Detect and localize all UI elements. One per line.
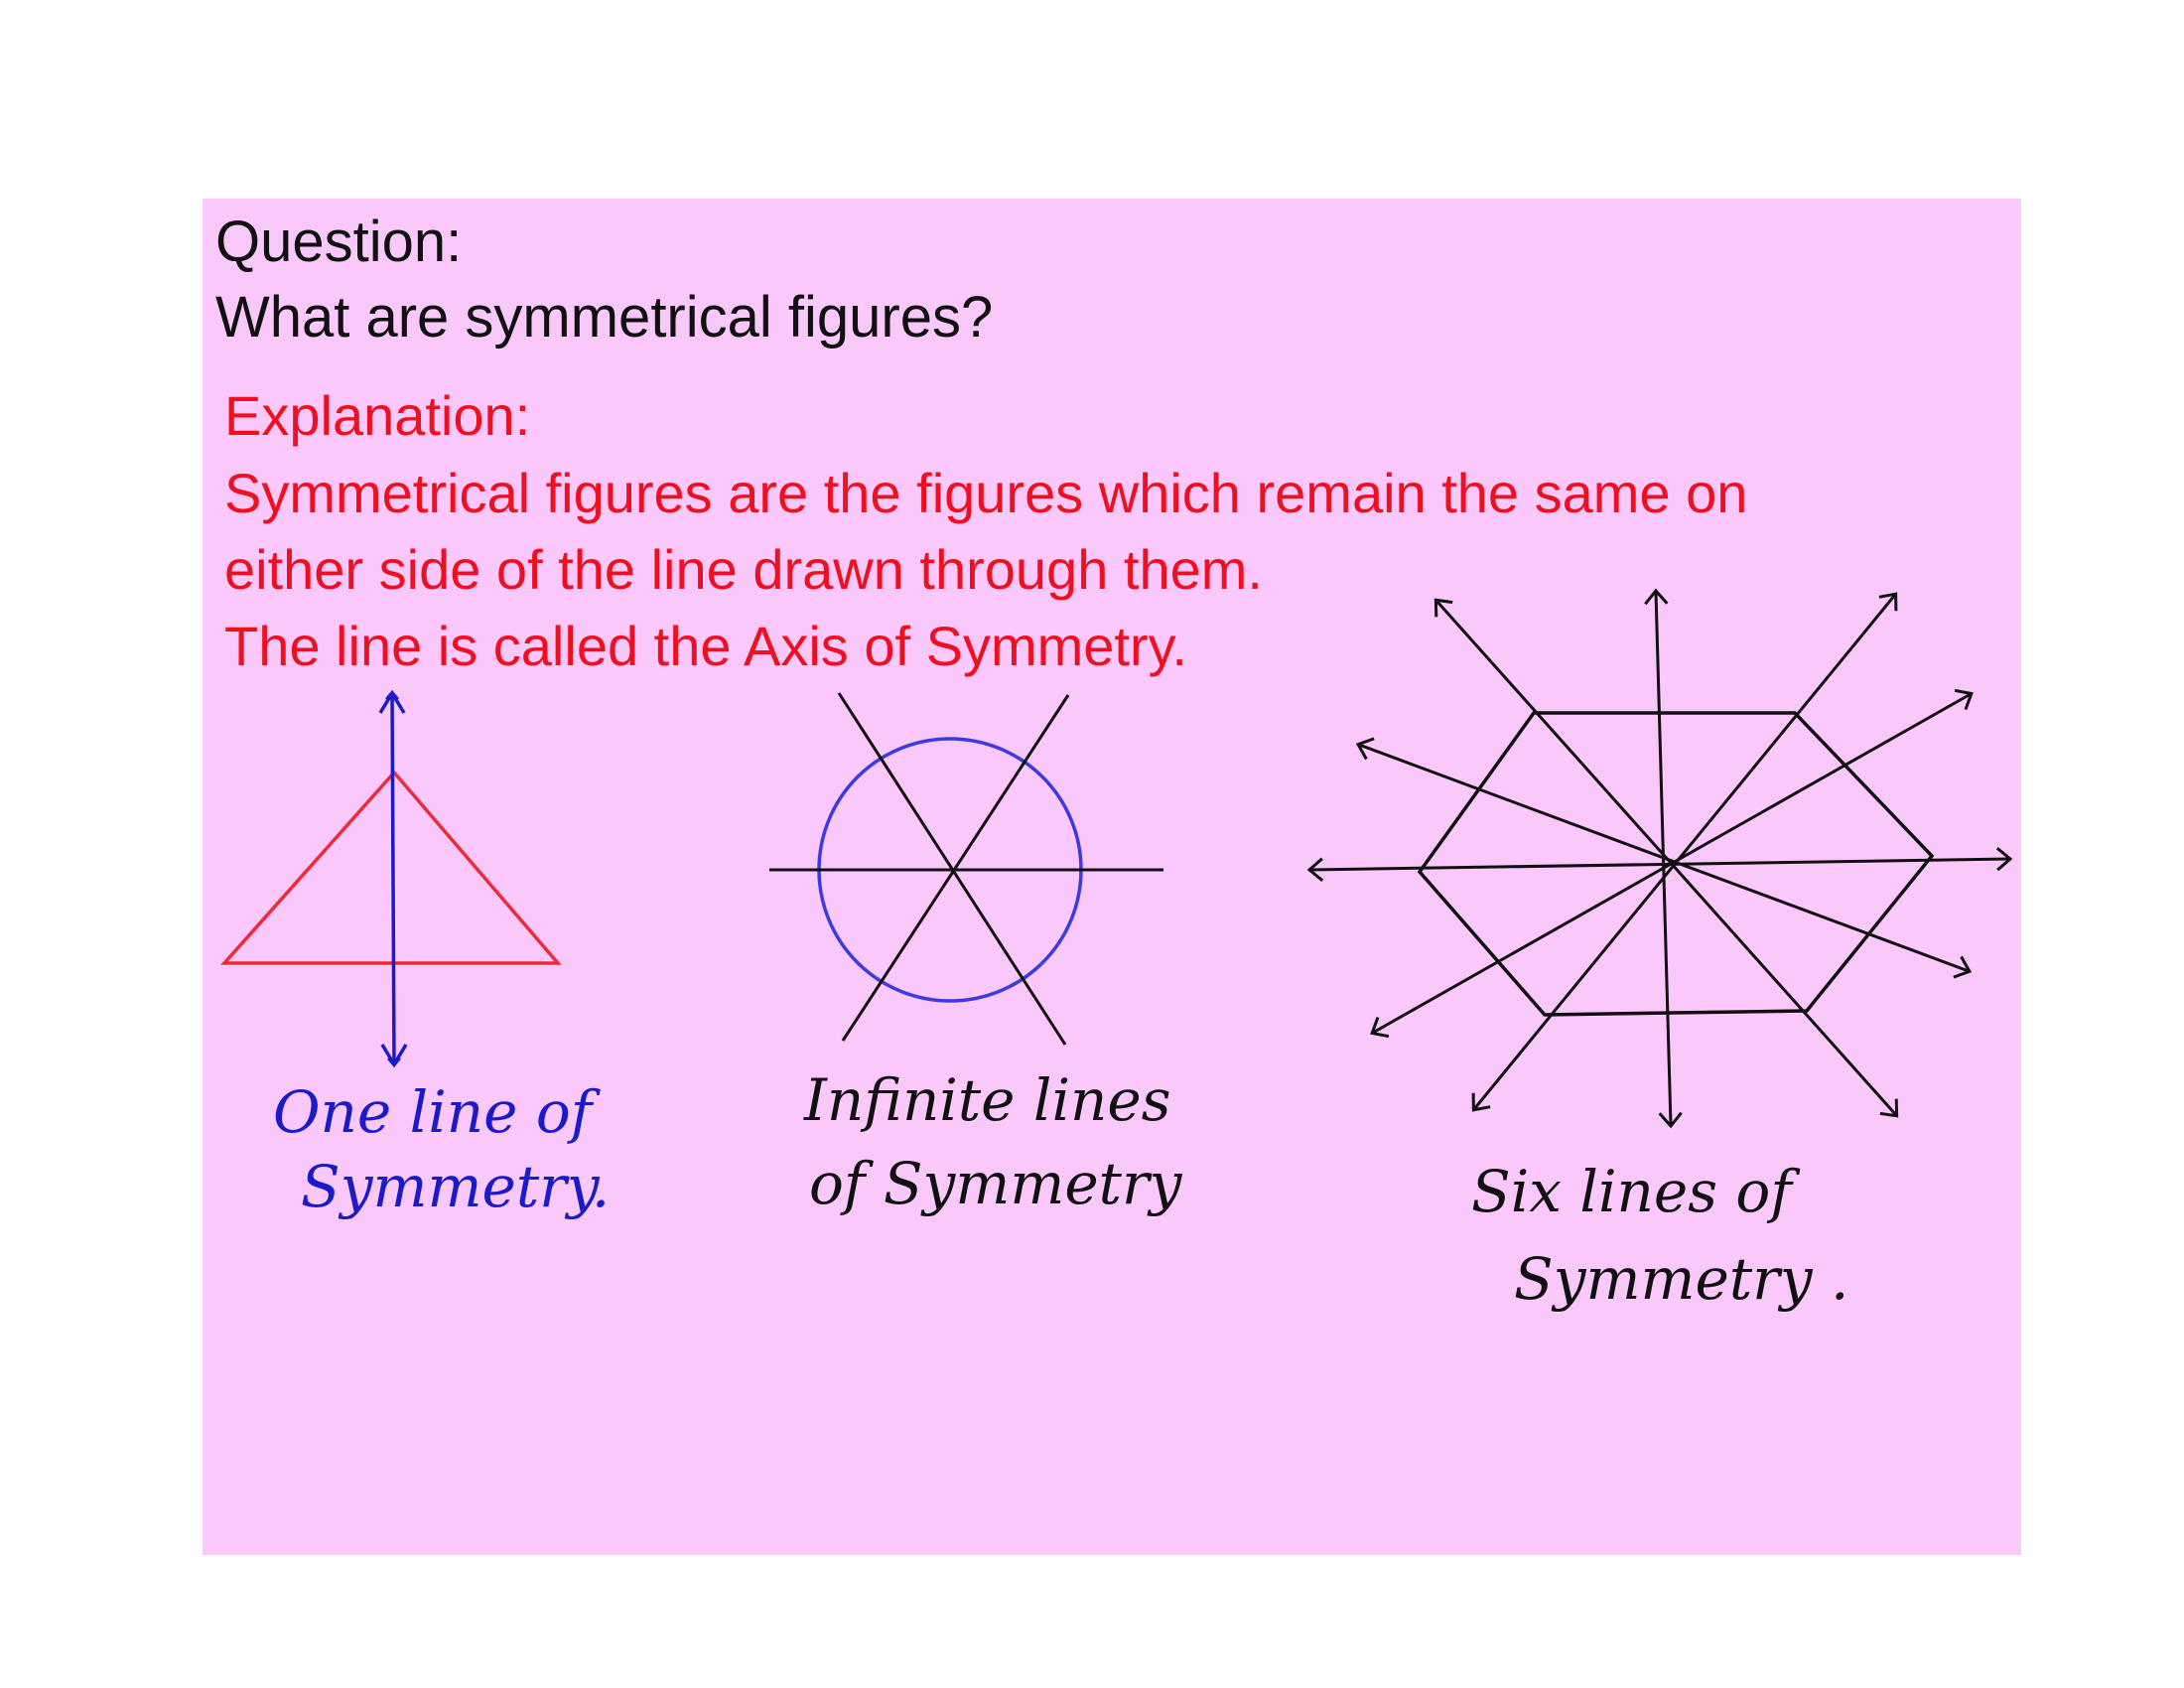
question-text: What are symmetrical figures? — [215, 285, 994, 350]
question-label: Question: — [215, 210, 463, 274]
slide-panel: Question: What are symmetrical figures? … — [203, 199, 2021, 1555]
explanation-line-3: The line is called the Axis of Symmetry. — [224, 615, 1187, 677]
explanation-label: Explanation: — [224, 384, 531, 447]
explanation-line-2: either side of the line drawn through th… — [224, 538, 1263, 601]
explanation-line-1: Symmetrical figures are the figures whic… — [224, 462, 1748, 524]
